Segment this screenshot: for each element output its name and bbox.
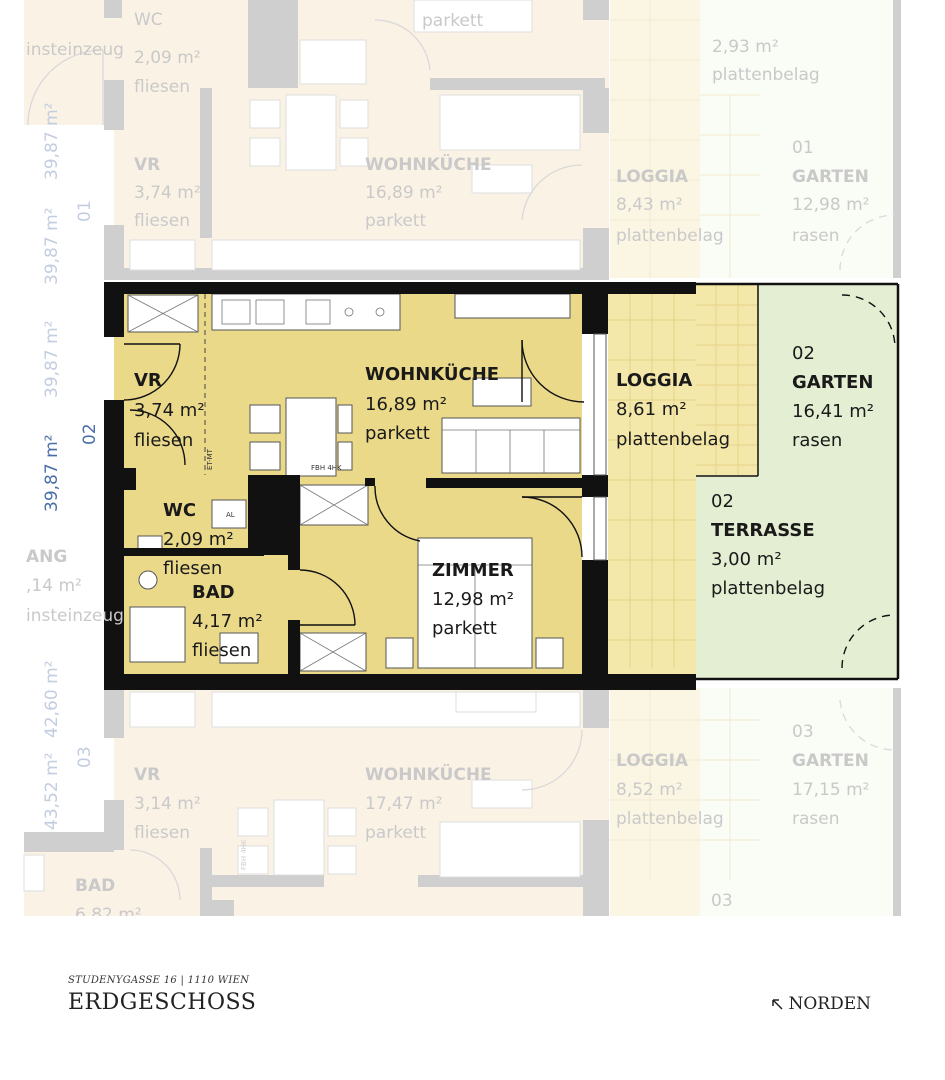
u01-side-area-c: 39,87 m²	[42, 321, 62, 398]
u01-wk-name: WOHNKÜCHE	[365, 153, 492, 175]
u01-loggia-area: 8,43 m²	[616, 195, 683, 215]
u02-terrasse-number: 02	[711, 491, 734, 512]
u01-wk-area: 16,89 m²	[365, 183, 442, 203]
u01-wk-floor: parkett	[365, 211, 427, 231]
u01-side-area-b: 39,87 m²	[42, 208, 62, 285]
u01-side-number: 01	[75, 200, 95, 222]
u02-vr-floor: fliesen	[134, 430, 193, 451]
north-label: NORDEN	[788, 994, 871, 1014]
u03-garten-name: GARTEN	[792, 751, 869, 771]
u02-zimmer-floor: parkett	[432, 618, 497, 639]
u01-garten-area: 12,98 m²	[792, 195, 869, 215]
u02-garten-floor: rasen	[792, 430, 842, 451]
u01-wc-floor: fliesen	[134, 77, 190, 97]
u02-bad-floor: fliesen	[192, 640, 251, 661]
edge-mid-name: ANG	[26, 547, 67, 567]
u02-garten-area: 16,41 m²	[792, 401, 874, 422]
unit-03-faded	[23, 688, 901, 916]
u03-vr-floor: fliesen	[134, 823, 190, 843]
u02-terrasse-name: TERRASSE	[711, 520, 815, 541]
u02-bad-name: BAD	[192, 582, 235, 603]
u01-top-floor: parkett	[422, 11, 484, 31]
washing-machine	[138, 570, 158, 590]
u02-loggia-area: 8,61 m²	[616, 399, 687, 420]
fbh-label: FBH 4HK	[311, 464, 342, 472]
north-arrow-icon	[772, 999, 783, 1010]
et-label: ET-MT	[206, 448, 214, 470]
edge-text-top: insteinzeug	[26, 40, 124, 60]
u02-garten-name: GARTEN	[792, 372, 873, 393]
u02-side-number: 02	[80, 423, 100, 445]
u03-vr-area: 3,14 m²	[134, 794, 201, 814]
edge-mid-floor: insteinzeug	[26, 606, 124, 626]
u01-vr-name: VR	[134, 155, 160, 175]
u03-bad-name: BAD	[75, 876, 115, 896]
u02-loggia-name: LOGGIA	[616, 370, 692, 391]
u01-loggia-name: LOGGIA	[616, 167, 689, 187]
u03-garten-area: 17,15 m²	[792, 780, 869, 800]
u02-garten-number: 02	[792, 343, 815, 364]
u03-loggia-name: LOGGIA	[616, 751, 689, 771]
u02-wc-floor: fliesen	[163, 558, 222, 579]
u02-vr-name: VR	[134, 370, 162, 391]
toilet	[211, 499, 247, 529]
u02-bad-area: 4,17 m²	[192, 611, 263, 632]
u02-wk-area: 16,89 m²	[365, 394, 447, 415]
edge-mid-area: ,14 m²	[26, 576, 82, 596]
dining-table	[285, 397, 337, 477]
u02-loggia-floor: plattenbelag	[616, 429, 730, 450]
u01-garten-number: 01	[792, 138, 814, 158]
unit-02	[104, 282, 900, 690]
u02-wc-area: 2,09 m²	[163, 529, 234, 550]
u03-wk-name: WOHNKÜCHE	[365, 763, 492, 785]
floor-plan: insteinzeug 2,09 m² fliesen WC parkett 2…	[23, 0, 901, 925]
u03-loggia-floor: plattenbelag	[616, 809, 724, 829]
u03-loggia-area: 8,52 m²	[616, 780, 683, 800]
sofa	[441, 417, 581, 474]
u02-wk-floor: parkett	[365, 423, 430, 444]
u02-terrasse-area: 3,00 m²	[711, 549, 782, 570]
u03-wk-floor: parkett	[365, 823, 427, 843]
u01-loggia-floor: plattenbelag	[616, 226, 724, 246]
u01-terrasse-area: 2,93 m²	[712, 37, 779, 57]
u03-vr-name: VR	[134, 765, 160, 785]
unit-01-faded	[24, 0, 901, 280]
u03-garten-number: 03	[792, 722, 814, 742]
u03-wk-area: 17,47 m²	[365, 794, 442, 814]
washbasin	[219, 632, 259, 664]
u02-wc-name: WC	[163, 500, 196, 521]
u02-terrasse-floor: plattenbelag	[711, 578, 825, 599]
al-label: AL	[226, 511, 235, 519]
u02-zimmer-area: 12,98 m²	[432, 589, 514, 610]
fbh-label-faded: FBH 4HK	[240, 839, 248, 870]
u01-side-area-a: 39,87 m²	[42, 103, 62, 180]
floor-title: ERDGESCHOSS	[68, 990, 257, 1015]
u03-garten-floor: rasen	[792, 809, 840, 829]
u02-vr-area: 3,74 m²	[134, 400, 205, 421]
u01-vr-floor: fliesen	[134, 211, 190, 231]
u01-garten-name: GARTEN	[792, 167, 869, 187]
u03-side-number: 03	[75, 746, 95, 768]
u02-wk-name: WOHNKÜCHE	[365, 363, 499, 385]
u03-side-area-b: 43,52 m²	[42, 753, 62, 830]
u01-vr-area: 3,74 m²	[134, 183, 201, 203]
shower	[129, 606, 186, 663]
u01-garten-floor: rasen	[792, 226, 840, 246]
u01-wc-name: WC	[134, 10, 163, 30]
u03-number-bottom: 03	[711, 891, 733, 911]
north-indicator: NORDEN	[770, 994, 871, 1014]
u03-side-area-a: 42,60 m²	[42, 661, 62, 738]
u02-zimmer-name: ZIMMER	[432, 560, 514, 581]
u01-terrasse-floor: plattenbelag	[712, 65, 820, 85]
u02-side-area: 39,87 m²	[42, 435, 62, 512]
address-text: STUDENYGASSE 16 | 1110 WIEN	[68, 975, 250, 986]
u01-wc-area: 2,09 m²	[134, 48, 201, 68]
